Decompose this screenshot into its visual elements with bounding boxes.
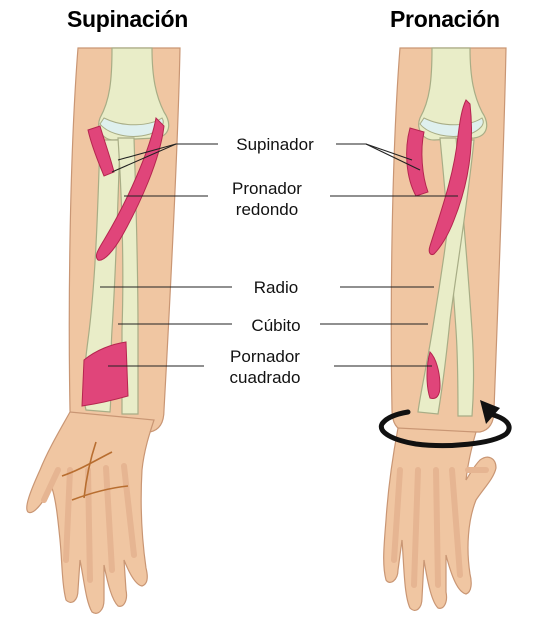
pronation-arm — [381, 48, 509, 610]
label-pronador-line-2: redondo — [212, 199, 322, 220]
supination-title: Supinación — [67, 6, 188, 33]
label-pornador-line-1: Pornador — [208, 346, 322, 367]
supination-arm — [27, 48, 180, 613]
label-supinador: Supinador — [222, 134, 328, 155]
label-cubito: Cúbito — [236, 315, 316, 336]
label-pronador-redondo: Pronador redondo — [212, 178, 322, 220]
label-pronador-line-1: Pronador — [212, 178, 322, 199]
label-pornador-cuadrado: Pornador cuadrado — [208, 346, 322, 388]
pronation-title: Pronación — [390, 6, 500, 33]
label-pornador-line-2: cuadrado — [208, 367, 322, 388]
label-radio: Radio — [236, 277, 316, 298]
